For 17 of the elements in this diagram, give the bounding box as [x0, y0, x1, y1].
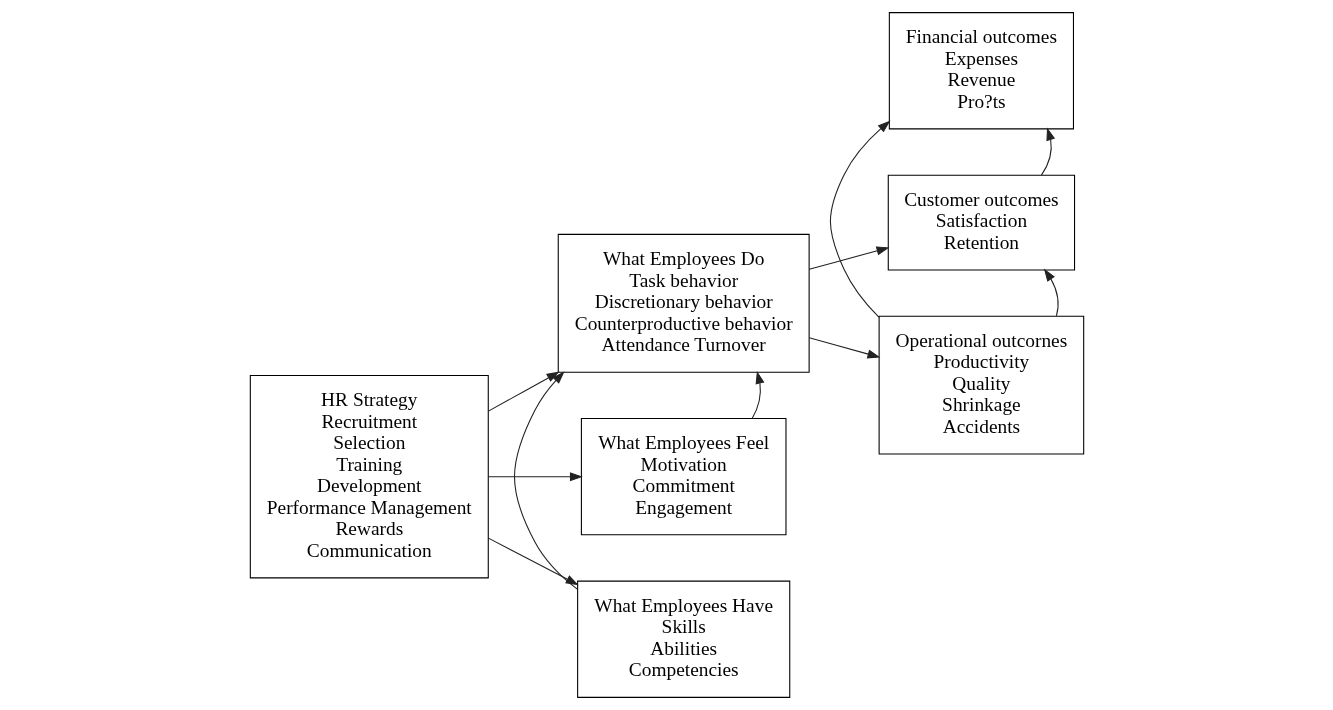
arrow: [487, 537, 579, 586]
arrow: [487, 472, 583, 482]
node-box: HR Strategy Recruitment Selection Training Development Performance Management Rewards Communication: [249, 374, 489, 579]
node-box: What Employees Do Task behavior Discretionary behavior Counterproductive behavior Attendance Turnover: [557, 233, 810, 373]
arrow: [1043, 268, 1059, 317]
arrow: [513, 371, 578, 590]
arrow: [751, 371, 764, 419]
node-box: Operational outcornes Productivity Quality Shrinkage Accidents: [878, 315, 1084, 455]
arrow: [808, 337, 880, 359]
node-box: What Employees Have Skills Abilities Competencies: [576, 580, 790, 698]
node-box: Financial outcomes Expenses Revenue Pro?ts: [888, 12, 1074, 130]
arrow: [829, 120, 891, 318]
arrow: [487, 371, 560, 412]
node-box: What Employees Feel Motivation Commitment Engagement: [580, 418, 786, 536]
arrow: [808, 246, 889, 270]
node-box: Customer outcomes Satisfaction Retention: [887, 174, 1075, 271]
arrow: [1040, 127, 1055, 176]
